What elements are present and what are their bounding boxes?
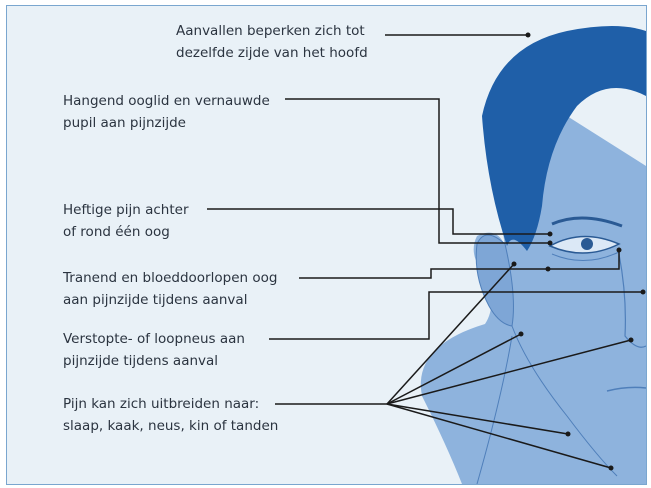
label-line: Hangend ooglid en vernauwde (63, 93, 270, 109)
ear (475, 234, 514, 327)
label-blocked-nose: Verstopte- of loopneus aan pijnzijde tij… (63, 328, 245, 372)
label-line: pijnzijde tijdens aanval (63, 353, 219, 369)
leader-line-nose (269, 291, 643, 340)
label-line: Heftige pijn achter (63, 202, 189, 218)
dot-pain-eye (547, 231, 553, 237)
label-line: Aanvallen beperken zich tot (176, 23, 365, 39)
dot-watery-eye (545, 266, 551, 272)
label-attacks-same-side: Aanvallen beperken zich tot dezelfde zij… (176, 20, 368, 64)
leader-line-eyelid (285, 98, 550, 244)
leader-line-spread-teeth (386, 403, 612, 469)
lower-eyelid (551, 251, 620, 262)
leader-line-watery-eye-2 (548, 250, 620, 270)
label-line: of rond één oog (63, 224, 170, 240)
label-line: slaap, kaak, neus, kin of tanden (63, 418, 279, 434)
dot-nose-tip (628, 337, 634, 343)
face-skin (420, 76, 646, 484)
dot-teeth (608, 465, 614, 471)
hair (482, 26, 646, 251)
label-line: Tranend en bloeddoorlopen oog (63, 270, 278, 286)
leader-line-spread-temple (386, 263, 515, 405)
label-severe-pain-eye: Heftige pijn achter of rond één oog (63, 199, 189, 243)
dot-watery-eye-2 (616, 247, 622, 253)
leader-line-pain-eye (207, 208, 550, 235)
label-line: Pijn kan zich uitbreiden naar: (63, 396, 260, 412)
pupil (581, 238, 593, 250)
label-line: aan pijnzijde tijdens aanval (63, 292, 248, 308)
dot-temple (511, 261, 517, 267)
leader-line-watery-eye (299, 268, 548, 279)
face-illustration (207, 26, 646, 484)
eyebrow (551, 216, 623, 228)
dot-chin (565, 431, 571, 437)
label-line: Verstopte- of loopneus aan (63, 331, 245, 347)
nose (618, 253, 646, 348)
neck-line (476, 335, 513, 484)
leader-lines (207, 34, 643, 469)
jaw-line (511, 325, 618, 477)
label-watery-red-eye: Tranend en bloeddoorlopen oog aan pijnzi… (63, 267, 277, 311)
dot-attacks (525, 32, 531, 38)
diagram-frame: Aanvallen beperken zich tot dezelfde zij… (6, 5, 647, 485)
leader-line-spread-chin (386, 403, 569, 435)
mouth (606, 386, 646, 392)
label-drooping-eyelid: Hangend ooglid en vernauwde pupil aan pi… (63, 90, 270, 134)
dot-eyelid (547, 240, 553, 246)
label-pain-spread: Pijn kan zich uitbreiden naar: slaap, ka… (63, 393, 278, 437)
leader-dots (511, 32, 646, 471)
label-line: dezelfde zijde van het hoofd (176, 45, 368, 61)
leader-line-spread-nose (386, 339, 632, 405)
dot-nose (640, 289, 646, 295)
label-line: pupil aan pijnzijde (63, 115, 186, 131)
leader-line-spread-jaw (386, 333, 522, 405)
dot-jaw (518, 331, 524, 337)
